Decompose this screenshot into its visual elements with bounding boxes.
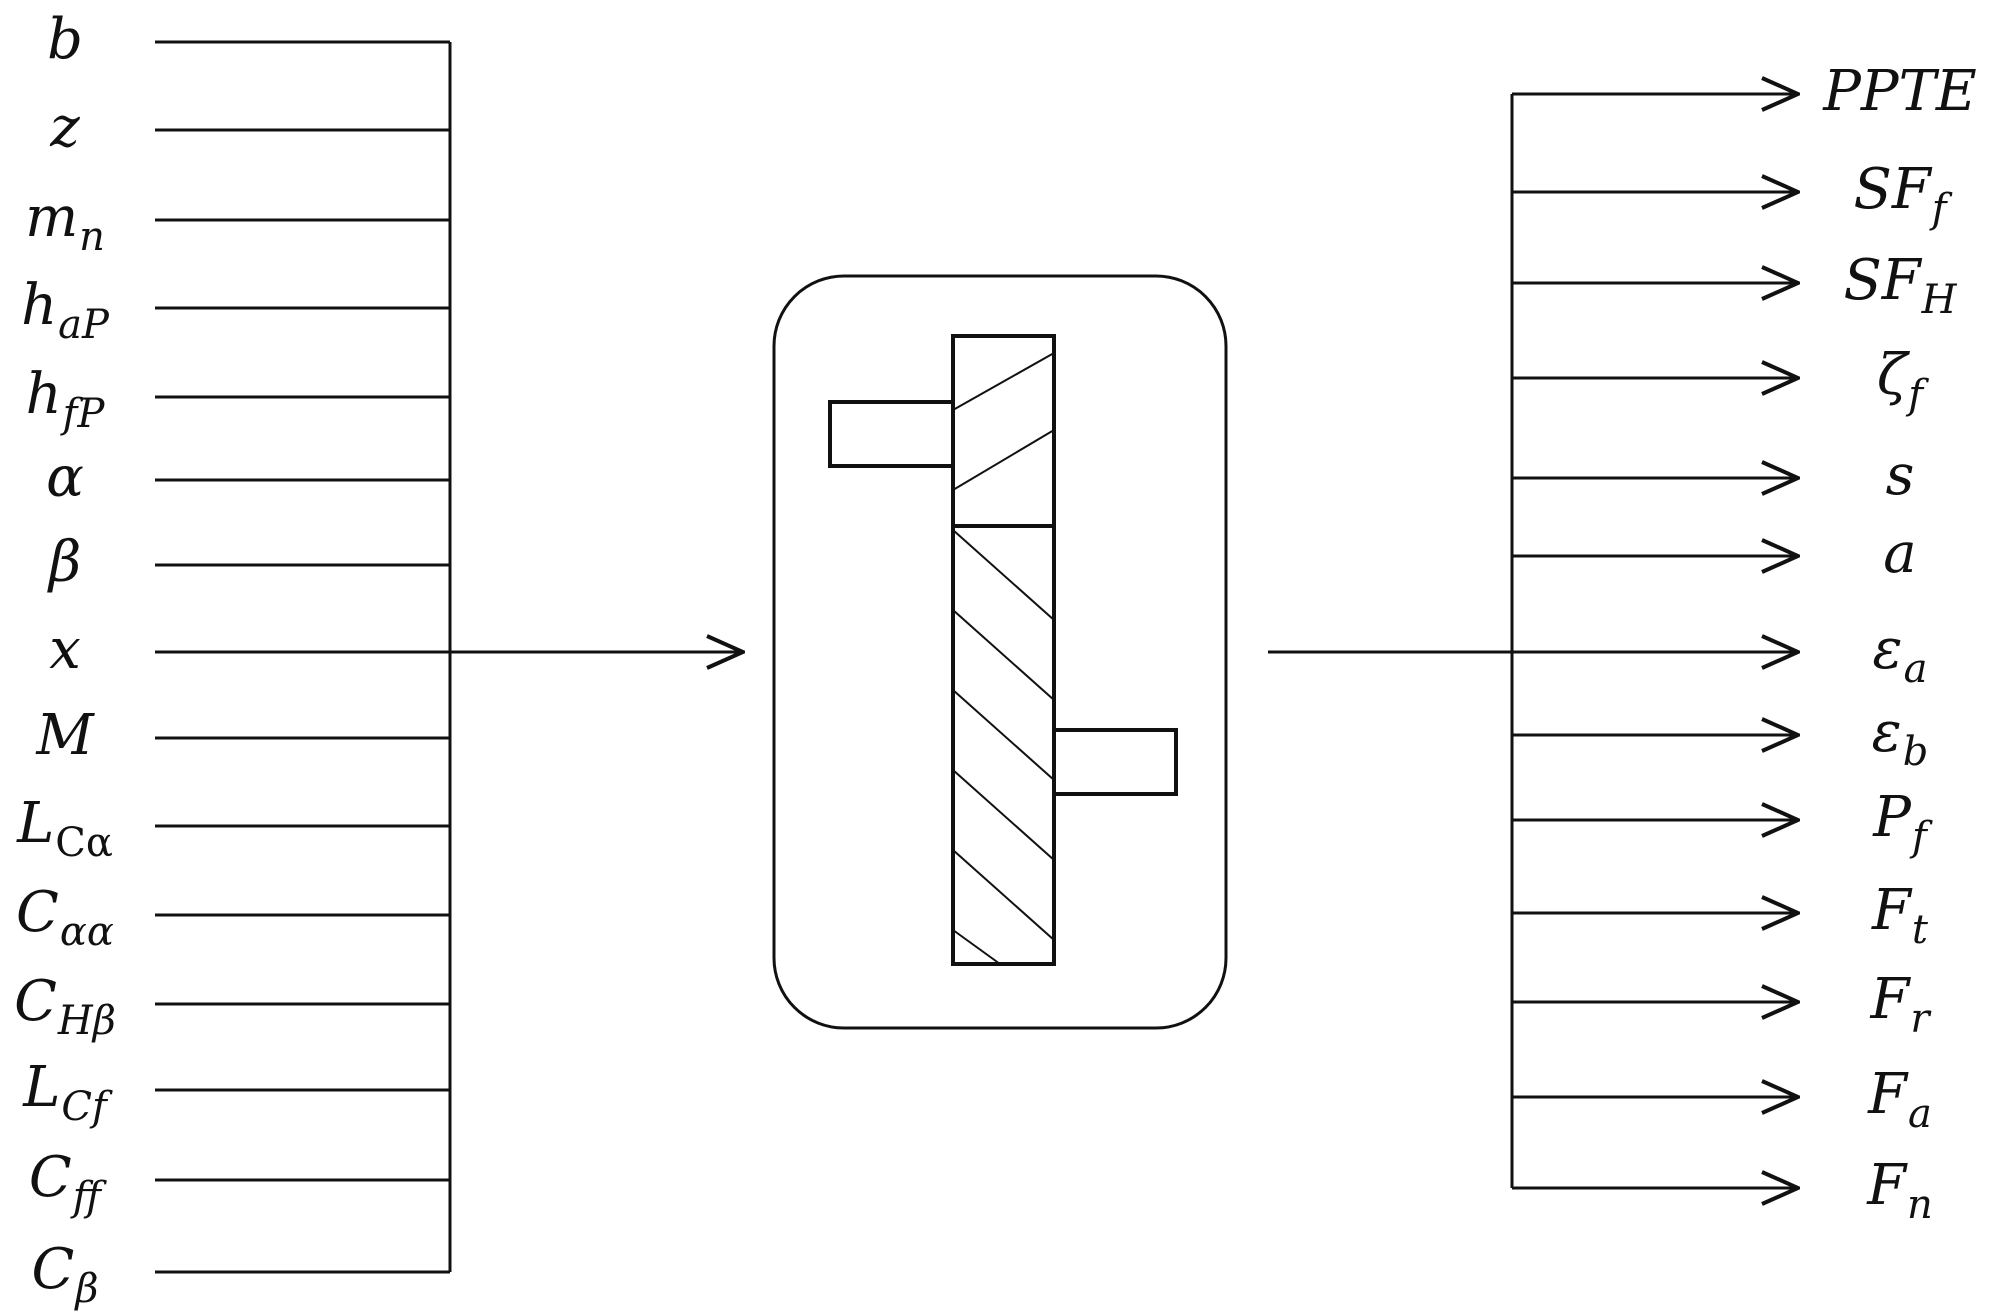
- outputs-label-2: SFH: [1800, 253, 2000, 321]
- inputs-label-13: Cff: [0, 1150, 140, 1218]
- outputs-label-symbol: F: [1872, 878, 1911, 943]
- outputs-label-symbol: F: [1870, 967, 1910, 1032]
- outputs-label-12: Fn: [1800, 1158, 2000, 1226]
- outputs-label-1: SFf: [1800, 162, 2000, 230]
- inputs-label-symbol: h: [25, 362, 62, 427]
- inputs-label-1: z: [0, 100, 140, 156]
- outputs-label-subscript: a: [1908, 1091, 1932, 1137]
- outputs-label-symbol: F: [1867, 1153, 1907, 1218]
- inputs-label-7: x: [0, 622, 140, 678]
- inputs-label-symbol: m: [25, 185, 79, 250]
- inputs-label-symbol: L: [23, 1055, 61, 1120]
- upper-shaft: [828, 400, 955, 468]
- outputs-label-3: ζf: [1800, 348, 2000, 416]
- inputs-label-subscript: Hβ: [57, 998, 116, 1044]
- lower-gear-body: [951, 524, 1056, 966]
- inputs-label-symbol: α: [46, 445, 84, 510]
- inputs-label-subscript: fP: [62, 391, 105, 437]
- outputs-label-subscript: r: [1910, 996, 1930, 1042]
- inputs-label-symbol: C: [28, 1145, 72, 1210]
- outputs-label-symbol: a: [1883, 521, 1917, 586]
- inputs-label-6: β: [0, 535, 140, 591]
- inputs-label-subscript: αα: [59, 909, 114, 955]
- outputs-label-symbol: F: [1868, 1062, 1907, 1127]
- upper-gear-body: [951, 334, 1056, 528]
- inputs-label-9: LCα: [0, 796, 140, 864]
- outputs-label-5: a: [1800, 526, 2000, 582]
- inputs-label-0: b: [0, 12, 140, 68]
- outputs-label-10: Fr: [1800, 972, 2000, 1040]
- outputs-label-subscript: t: [1911, 907, 1928, 953]
- outputs-label-8: Pf: [1800, 790, 2000, 858]
- lower-shaft: [1052, 728, 1178, 796]
- outputs-label-symbol: SF: [1843, 248, 1921, 313]
- inputs-label-symbol: L: [17, 791, 55, 856]
- inputs-label-symbol: M: [36, 703, 94, 768]
- output-arrows: [1512, 94, 1798, 1188]
- lower-gear-hatching: [952, 529, 1055, 965]
- inputs-label-symbol: b: [47, 7, 83, 72]
- model-box-outline: [772, 274, 1228, 1030]
- gear-model-box: [772, 274, 1228, 1030]
- inputs-label-subscript: n: [79, 214, 105, 260]
- outputs-label-symbol: s: [1885, 443, 1915, 508]
- inputs-label-10: Cαα: [0, 885, 140, 953]
- upper-gear-hatching: [952, 352, 1055, 491]
- outputs-label-subscript: a: [1903, 646, 1928, 692]
- inputs-label-subscript: aP: [58, 302, 109, 348]
- outputs-label-11: Fa: [1800, 1067, 2000, 1135]
- inputs-label-2: mn: [0, 190, 140, 258]
- outputs-label-symbol: SF: [1853, 157, 1931, 222]
- outputs-label-4: s: [1800, 448, 2000, 504]
- inputs-label-subscript: β: [75, 1266, 99, 1312]
- inputs-label-subscript: ff: [72, 1174, 102, 1220]
- outputs-label-subscript: f: [1908, 372, 1924, 418]
- inputs-label-subscript: Cf: [61, 1084, 107, 1130]
- inputs-label-8: M: [0, 708, 140, 764]
- inputs-label-symbol: x: [49, 617, 81, 682]
- outputs-label-symbol: PPTE: [1823, 59, 1977, 124]
- outputs-label-symbol: P: [1873, 785, 1911, 850]
- inputs-label-14: Cβ: [0, 1242, 140, 1310]
- inputs-label-symbol: C: [31, 1237, 75, 1302]
- outputs-label-9: Ft: [1800, 883, 2000, 951]
- inputs-label-4: hfP: [0, 367, 140, 435]
- inputs-label-symbol: β: [48, 530, 82, 595]
- outputs-label-symbol: ε: [1872, 617, 1903, 682]
- inputs-label-12: LCf: [0, 1060, 140, 1128]
- outputs-label-subscript: b: [1902, 729, 1929, 775]
- outputs-label-subscript: n: [1907, 1182, 1933, 1228]
- outputs-label-subscript: f: [1931, 186, 1947, 232]
- inputs-label-symbol: h: [21, 273, 58, 338]
- outputs-label-symbol: ζ: [1876, 343, 1908, 408]
- inputs-label-symbol: C: [16, 880, 59, 945]
- outputs-label-symbol: ε: [1871, 700, 1902, 765]
- gear-pair-cross-section-icon: [828, 334, 1178, 966]
- inputs-label-subscript: Cα: [55, 820, 113, 866]
- inputs-label-11: CHβ: [0, 974, 140, 1042]
- outputs-label-7: εb: [1800, 705, 2000, 773]
- outputs-label-0: PPTE: [1800, 64, 2000, 120]
- outputs-label-subscript: f: [1911, 814, 1927, 860]
- inputs-label-symbol: z: [50, 95, 80, 160]
- outputs-label-6: εa: [1800, 622, 2000, 690]
- inputs-label-5: α: [0, 450, 140, 506]
- inputs-label-3: haP: [0, 278, 140, 346]
- outputs-label-subscript: H: [1921, 277, 1957, 323]
- inputs-label-symbol: C: [14, 969, 57, 1034]
- input-lines: [155, 40, 450, 1274]
